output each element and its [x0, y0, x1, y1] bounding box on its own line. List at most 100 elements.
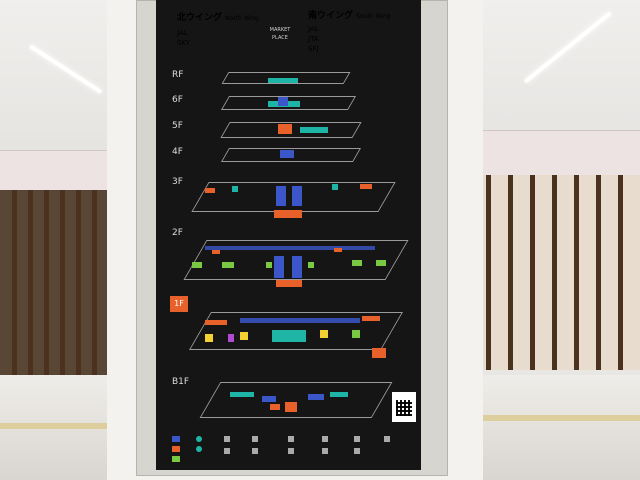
- map-area: [292, 256, 302, 278]
- map-area: [334, 248, 342, 252]
- legend-icon: [322, 448, 328, 454]
- qr-pattern: [396, 400, 412, 416]
- map-area: [372, 348, 386, 358]
- wood-slat: [12, 190, 17, 380]
- map-area: [352, 330, 360, 338]
- legend-icon: [288, 436, 294, 442]
- map-area: [330, 392, 348, 397]
- map-area: [205, 188, 215, 193]
- floor-label-rf: RF: [172, 70, 184, 80]
- map-area: [274, 210, 302, 218]
- map-area: [270, 404, 280, 410]
- north-wing-title: 北ウイング North Wing: [177, 14, 259, 23]
- map-area: [232, 186, 238, 192]
- south-wing-title-jp: 南ウイング: [308, 11, 354, 21]
- map-area: [192, 262, 202, 268]
- ceiling-light: [523, 11, 612, 84]
- floor-plan-b1f: [199, 382, 393, 418]
- legend-icon: [224, 448, 230, 454]
- map-area: [240, 332, 248, 340]
- map-area: [352, 260, 362, 266]
- north-airline-1: JAL: [177, 29, 188, 37]
- wood-slat: [92, 190, 97, 380]
- map-area: [300, 127, 328, 133]
- map-area: [360, 184, 372, 189]
- legend-swatch: [172, 456, 180, 462]
- legend-swatch: [172, 436, 180, 442]
- map-area: [332, 184, 338, 190]
- center-logo: MARKET PLACE: [269, 27, 291, 41]
- wood-slat: [486, 175, 491, 370]
- legend-icon: [288, 448, 294, 454]
- south-airline-2: JTA: [308, 35, 319, 43]
- wood-slat: [76, 190, 81, 380]
- south-wing-title-en: South Wing: [356, 13, 391, 20]
- legend-icon: [196, 436, 202, 442]
- legend-icon: [252, 448, 258, 454]
- legend-icon: [322, 436, 328, 442]
- south-airline-3: SFJ: [308, 45, 319, 53]
- wood-slat: [60, 190, 65, 380]
- ceiling-light: [28, 44, 103, 94]
- south-airline-1: JAL: [308, 25, 319, 33]
- map-area: [308, 394, 324, 400]
- wall-panel: [470, 130, 640, 176]
- legend-swatch: [172, 446, 180, 452]
- map-area: [205, 334, 213, 342]
- floor-label-4f: 4F: [172, 147, 183, 157]
- wood-slat: [28, 190, 33, 380]
- legend-icon: [196, 446, 202, 452]
- wood-slat: [44, 190, 49, 380]
- map-area: [268, 78, 298, 83]
- legend-icon: [252, 436, 258, 442]
- wood-slat: [530, 175, 535, 370]
- wood-slat: [618, 175, 623, 370]
- map-area: [376, 260, 386, 266]
- map-area: [205, 246, 375, 250]
- map-area: [205, 320, 227, 325]
- map-area: [280, 150, 294, 158]
- map-area: [285, 402, 297, 412]
- tactile-paving: [482, 415, 640, 421]
- map-area: [222, 262, 234, 268]
- legend-icon: [354, 448, 360, 454]
- shop-front-left: [0, 190, 108, 380]
- wood-slat: [574, 175, 579, 370]
- map-area: [262, 396, 276, 402]
- floor-label-2f: 2F: [172, 228, 183, 238]
- wall-panel: [0, 150, 110, 191]
- floor-label-1f: 1F: [170, 296, 188, 312]
- north-airline-2: SKY: [177, 39, 191, 47]
- map-area: [272, 330, 306, 342]
- wood-slat: [552, 175, 557, 370]
- wood-slat: [596, 175, 601, 370]
- floor-label-b1f: B1F: [172, 377, 190, 387]
- map-area: [276, 280, 302, 287]
- tactile-paving: [0, 423, 108, 429]
- map-area: [320, 330, 328, 338]
- legend-icon: [224, 436, 230, 442]
- north-wing-title-jp: 北ウイング: [177, 13, 223, 23]
- floor-label-5f: 5F: [172, 121, 183, 131]
- map-area: [274, 256, 284, 278]
- floor-label-3f: 3F: [172, 177, 183, 187]
- qr-code: [392, 392, 416, 422]
- south-wing-title: 南ウイング South Wing: [308, 12, 391, 21]
- floor-label-6f: 6F: [172, 95, 183, 105]
- map-area: [278, 124, 292, 134]
- map-area: [240, 318, 360, 323]
- map-area: [228, 334, 234, 342]
- map-area: [292, 186, 302, 206]
- map-area: [308, 262, 314, 268]
- legend-icon: [384, 436, 390, 442]
- north-wing-title-en: North Wing: [225, 15, 259, 22]
- map-area: [212, 250, 220, 254]
- wood-slat: [508, 175, 513, 370]
- map-area: [266, 262, 272, 268]
- map-area: [230, 392, 254, 397]
- map-area: [278, 97, 288, 106]
- map-area: [276, 186, 286, 206]
- map-area: [362, 316, 380, 321]
- shop-front-right: [472, 175, 640, 370]
